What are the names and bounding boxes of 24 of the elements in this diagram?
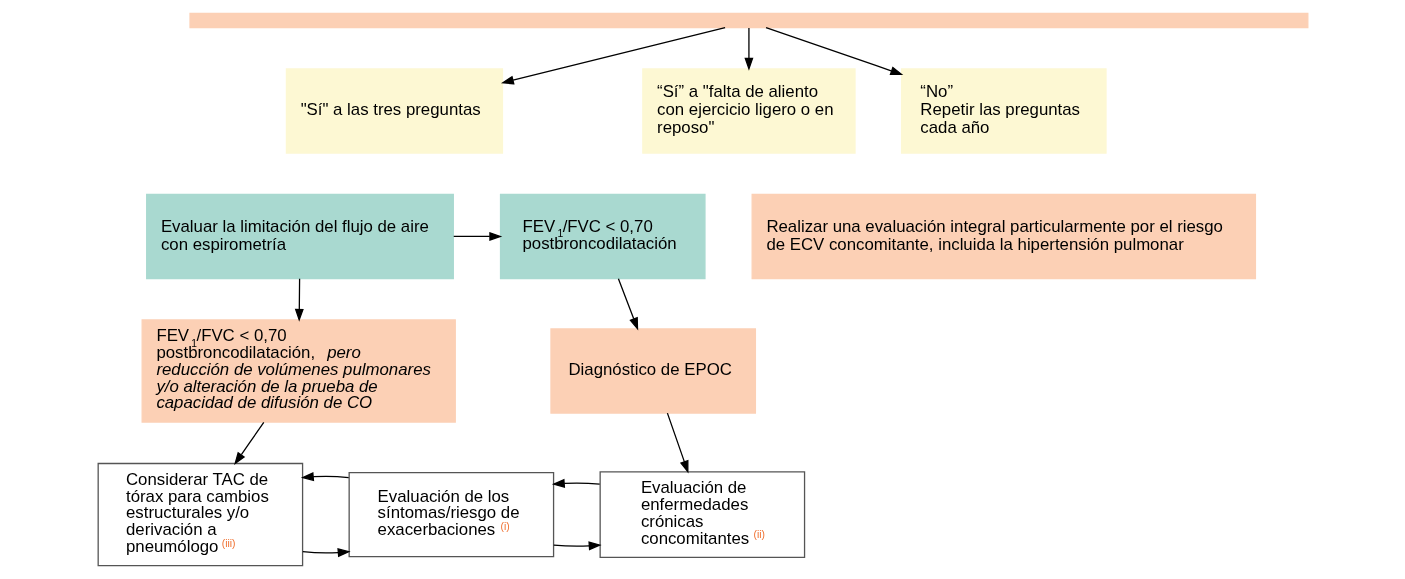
arrow [294, 278, 304, 322]
node-box: “No” Repetir las preguntas cada año [900, 68, 1107, 154]
arrow [551, 478, 600, 488]
arrow [300, 472, 349, 482]
arrow [452, 231, 502, 241]
node-box: FEV$_{1}$/FVC < 0,70 postbroncodilatación [499, 193, 706, 280]
node-box: Evaluar la limitación del flujo de aire con espirometría [145, 193, 454, 280]
node-box: Evaluación de los síntomas/riesgo de exacerbaciones$^{(i)}$ [348, 471, 554, 558]
node-box: Realizar una evaluación integral particularmente por el riesgo de ECV concomitante, incluida la hipertensión pulmonar [751, 193, 1256, 280]
arrow [233, 421, 264, 465]
node-box [188, 12, 1308, 29]
arrow [552, 541, 602, 551]
node-box: Considerar TAC de tórax para cambios estructurales y/o derivación a pneumólogo$^{(iii)}$ [97, 462, 303, 567]
arrow [617, 278, 638, 331]
node-box: Evaluación de enfermedades crónicas concomitantes$^{(ii)}$ [599, 471, 805, 558]
node-box: “Sí” a "falta de aliento con ejercicio ligero o en reposo" [641, 68, 856, 154]
arrow [764, 26, 903, 76]
arrow [500, 26, 726, 85]
node-box: "Sí" a las tres preguntas [285, 68, 503, 154]
node-box: Diagnóstico de EPOC [549, 328, 756, 414]
node-box: FEV$_{1}$/FVC < 0,70 postbroncodilatación, pero reducción de volúmenes pulmonares y/o alteración de la prueba de capacidad de difusión de CO [141, 319, 456, 423]
arrow [666, 412, 688, 474]
arrow [743, 27, 753, 71]
arrow [301, 548, 351, 558]
